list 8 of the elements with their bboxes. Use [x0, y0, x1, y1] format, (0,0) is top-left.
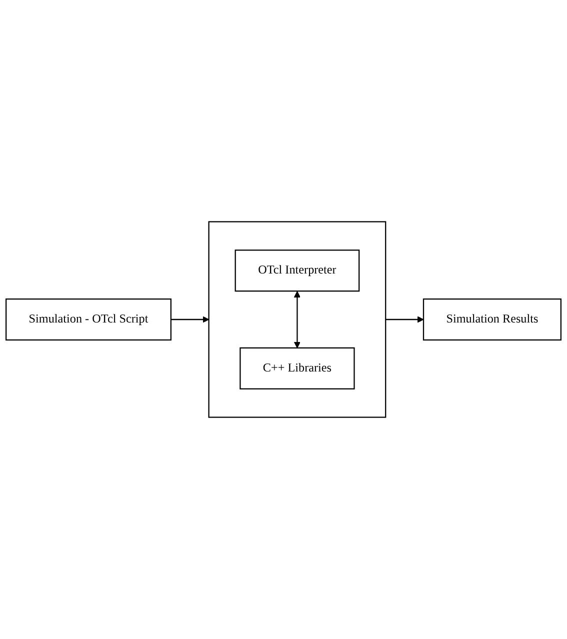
arrow — [386, 316, 424, 323]
node-box: OTcl Interpreter — [234, 250, 360, 292]
cluster — [208, 221, 386, 418]
node-box: Simulation - OTcl Script — [6, 298, 172, 341]
node-box: Simulation Results — [422, 298, 562, 341]
arrow — [170, 316, 210, 323]
arrow — [294, 291, 301, 348]
node-box: C++ Libraries — [240, 347, 355, 390]
